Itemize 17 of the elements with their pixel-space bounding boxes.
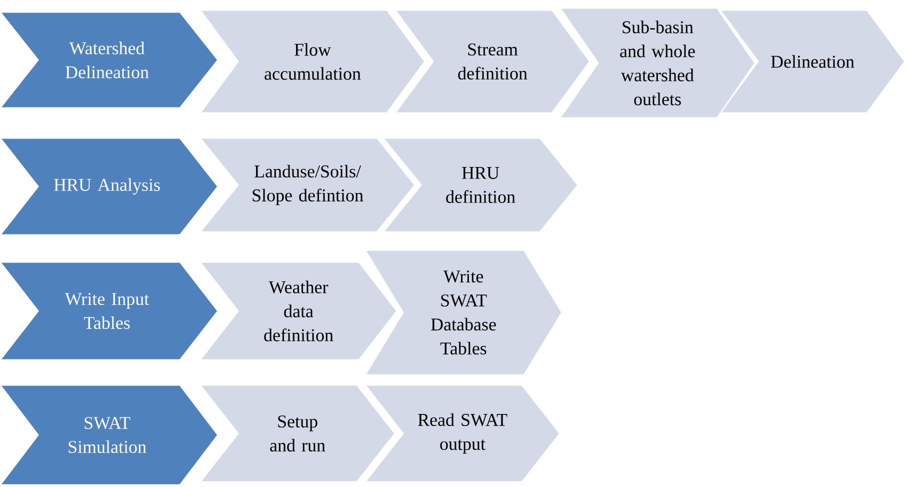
- step-box: Delineation: [718, 9, 906, 114]
- step-box: Flow accumulation: [198, 9, 426, 114]
- stage-box: Write Input Tables: [0, 261, 219, 361]
- step-box: Write SWAT Database Tables: [364, 249, 563, 376]
- step-box: Setup and run: [198, 384, 396, 483]
- step-box: Landuse/Soils/ Slope defintion: [198, 137, 416, 233]
- node-label: Read SWAT output: [418, 413, 508, 454]
- node-label: Setup and run: [270, 415, 326, 452]
- stage-box: HRU Analysis: [0, 137, 219, 236]
- stage-box: Watershed Delineation: [0, 11, 219, 109]
- step-box: HRU definition: [381, 137, 579, 233]
- step-box: Sub-basin and whole watershed outlets: [558, 7, 756, 119]
- step-box: Weather data definition: [198, 261, 398, 361]
- node-label: Delineation: [771, 55, 854, 68]
- step-box: Stream definition: [394, 9, 591, 114]
- stage-box: SWAT Simulation: [0, 384, 219, 486]
- step-box: Read SWAT output: [363, 384, 561, 483]
